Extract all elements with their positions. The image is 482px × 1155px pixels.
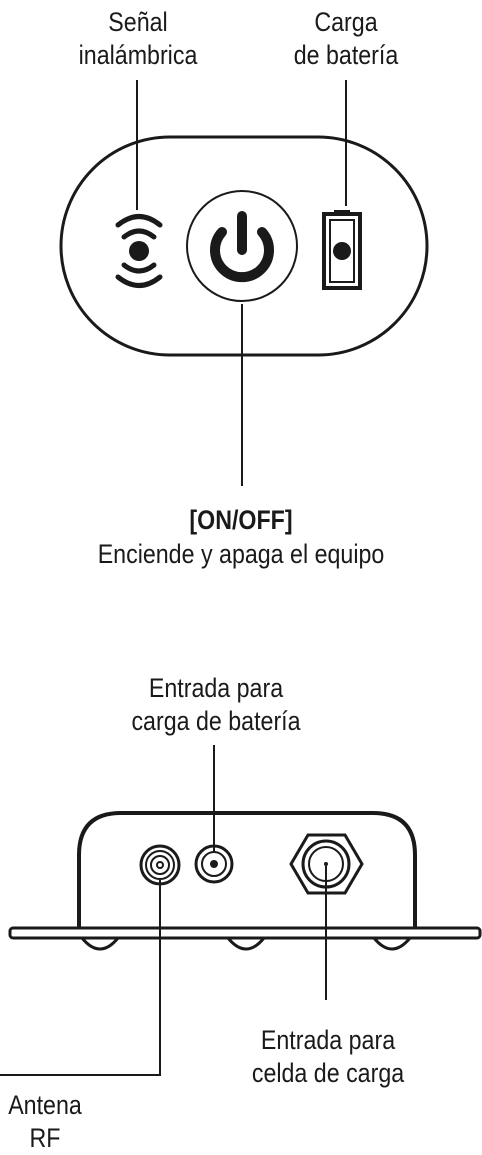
load-cell-input-label-line2: celda de carga <box>251 1058 405 1088</box>
power-button[interactable] <box>186 190 298 302</box>
device-housing-outline <box>77 811 417 928</box>
charging-input-label: Entrada para carga de batería <box>113 672 319 738</box>
top-control-panel <box>59 80 429 486</box>
battery-icon <box>322 210 362 290</box>
antenna-leader-line <box>0 880 161 1076</box>
power-button-description: Enciende y apaga el equipo <box>97 539 385 569</box>
wireless-signal-label-line1: Señal <box>108 7 168 37</box>
charging-jack-icon[interactable] <box>194 844 234 884</box>
charging-input-label-line2: carga de batería <box>131 706 301 736</box>
antenna-label-line1: Antena <box>8 1090 82 1120</box>
battery-charge-label: Carga de batería <box>274 6 418 72</box>
wireless-signal-label: Señal inalámbrica <box>54 6 223 72</box>
bottom-connector-panel <box>0 745 482 1076</box>
load-cell-input-label-line1: Entrada para <box>260 1025 396 1055</box>
power-button-title: [ON/OFF] <box>189 505 293 535</box>
battery-charge-label-line2: de batería <box>293 40 399 70</box>
base-plate <box>8 926 482 940</box>
antenna-label-line2: RF <box>29 1123 61 1153</box>
wireless-signal-icon <box>115 214 163 288</box>
antenna-label: Antena RF <box>6 1089 83 1155</box>
wireless-signal-label-line2: inalámbrica <box>78 40 198 70</box>
power-icon <box>210 211 274 283</box>
rf-antenna-connector-icon[interactable] <box>139 844 181 886</box>
charging-input-label-line1: Entrada para <box>148 673 284 703</box>
load-cell-input-label: Entrada para celda de carga <box>228 1024 428 1090</box>
battery-charge-label-line1: Carga <box>314 7 378 37</box>
mounting-feet <box>80 937 412 951</box>
